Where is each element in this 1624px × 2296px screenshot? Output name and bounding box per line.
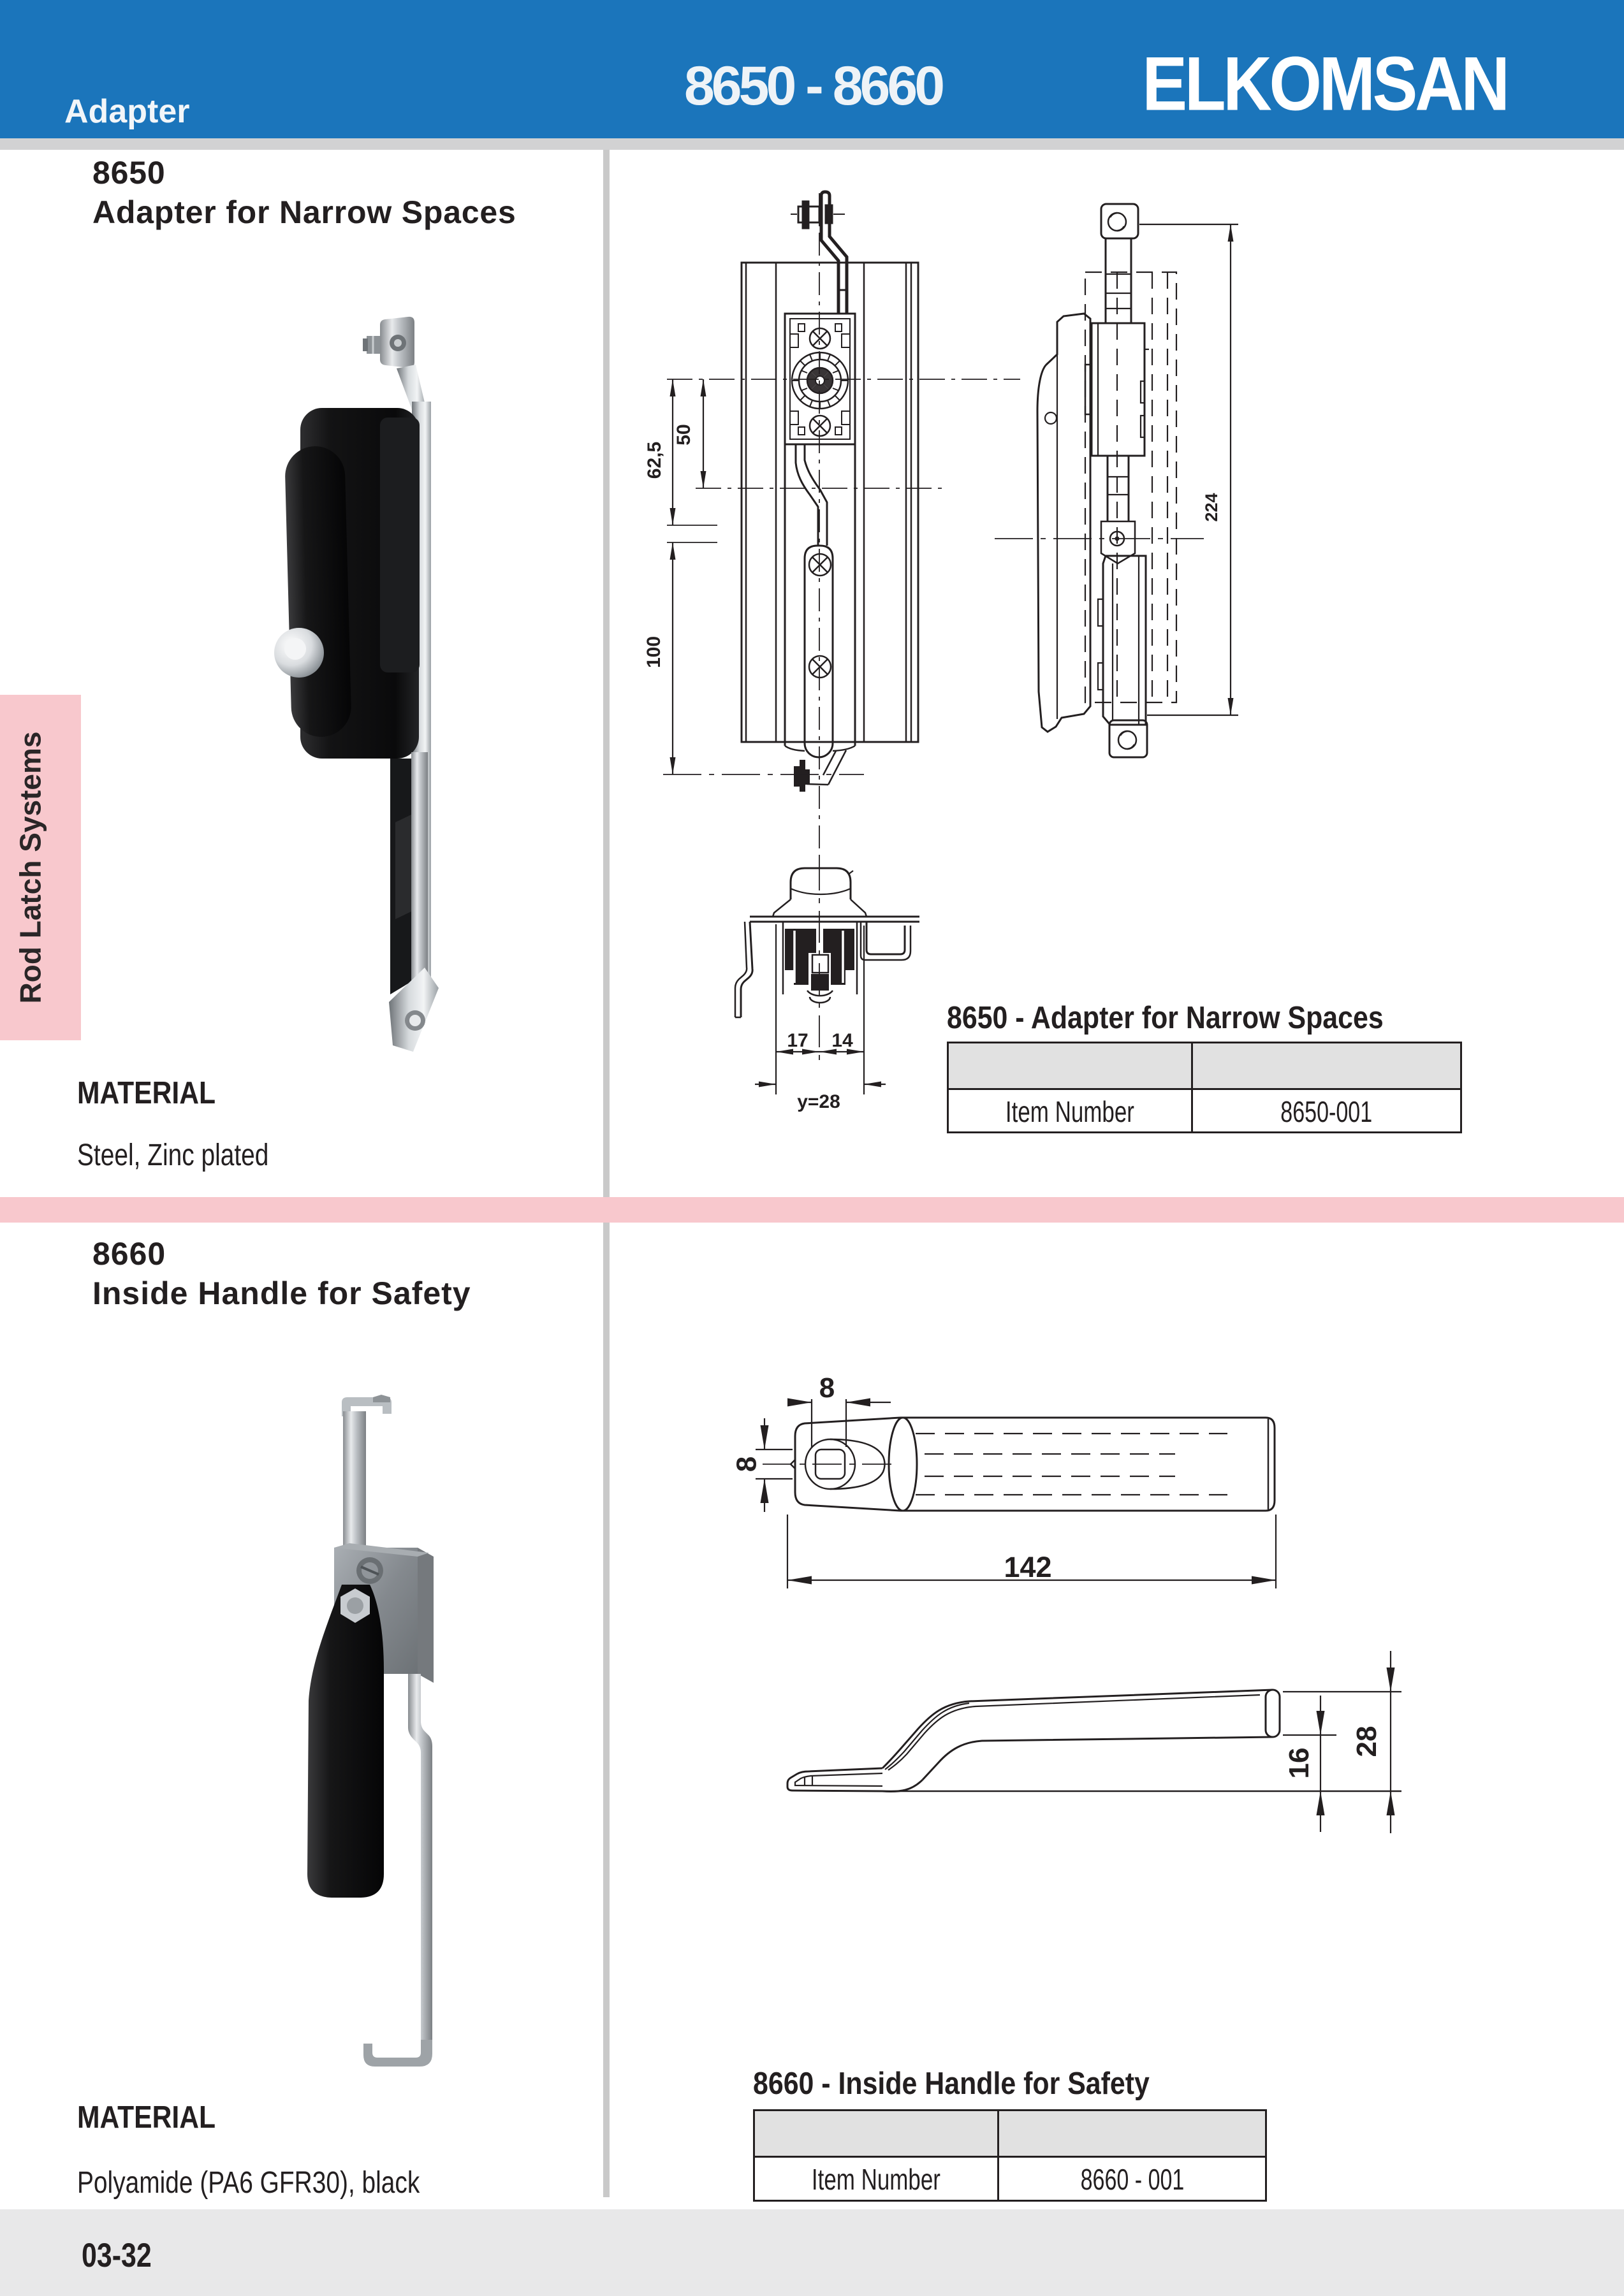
svg-text:14: 14 [831, 1030, 853, 1051]
svg-text:50: 50 [673, 424, 694, 445]
svg-text:224: 224 [1202, 493, 1221, 521]
svg-text:28: 28 [1351, 1726, 1382, 1757]
svg-text:16: 16 [1284, 1748, 1315, 1779]
svg-text:y=28: y=28 [797, 1091, 840, 1112]
svg-text:142: 142 [1004, 1551, 1051, 1583]
svg-text:17: 17 [787, 1030, 808, 1051]
svg-text:100: 100 [643, 636, 664, 668]
svg-text:8: 8 [731, 1457, 763, 1472]
svg-text:62,5: 62,5 [644, 442, 665, 479]
svg-text:8: 8 [819, 1372, 835, 1404]
